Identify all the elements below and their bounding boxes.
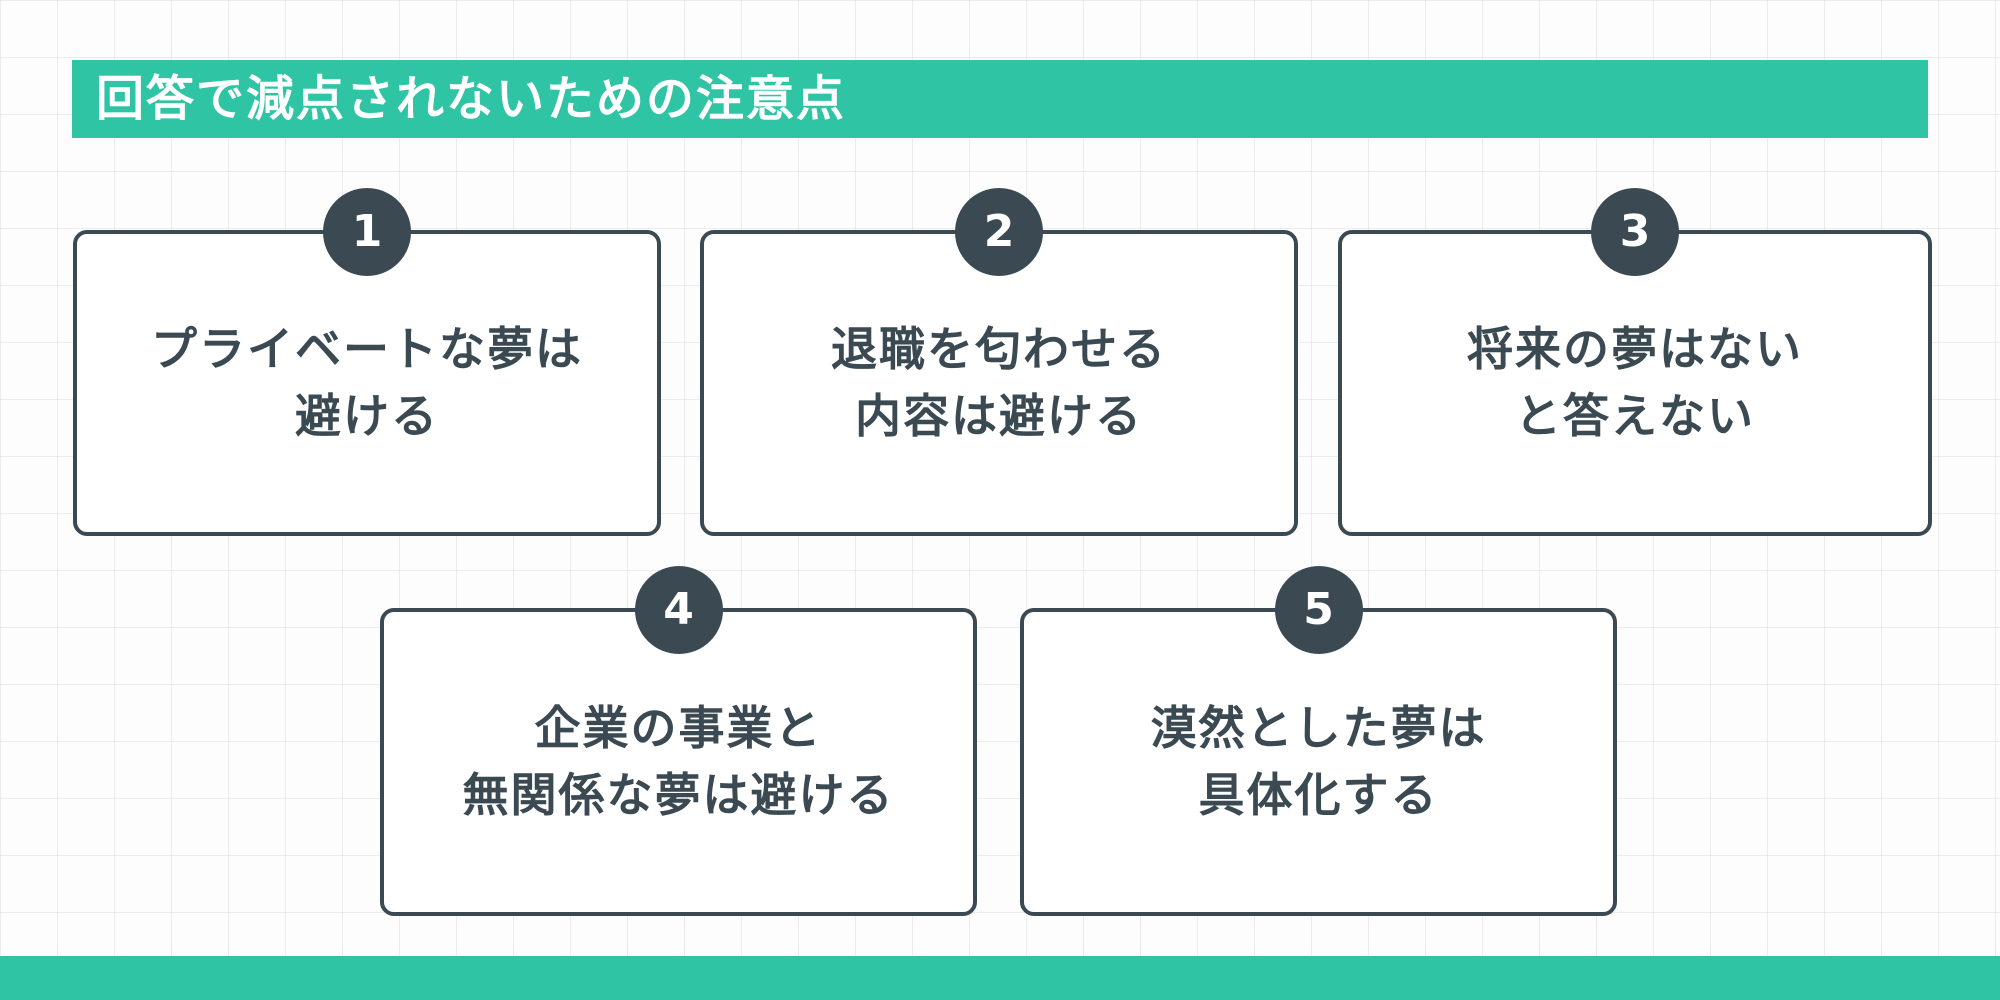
- card-number: 1: [351, 206, 383, 257]
- card-text-line: プライベートな夢は: [151, 322, 583, 377]
- card-number-badge: 3: [1591, 188, 1679, 276]
- card-number-badge: 2: [955, 188, 1043, 276]
- card-number: 3: [1619, 206, 1651, 257]
- card-number-badge: 4: [634, 566, 723, 654]
- card-number: 2: [983, 206, 1015, 257]
- note-card-5: 5 漠然とした夢は 具体化する: [1020, 566, 1617, 916]
- card-number-badge: 5: [1274, 566, 1363, 654]
- card-text-line: 避ける: [295, 389, 439, 443]
- card-text-line: 具体化する: [1198, 768, 1439, 822]
- note-card-4: 4 企業の事業と 無関係な夢は避ける: [380, 566, 977, 916]
- note-card-1: 1 プライベートな夢は 避ける: [73, 188, 661, 536]
- card-number: 5: [1303, 584, 1334, 635]
- card-text-line: 将来の夢はない: [1467, 322, 1803, 377]
- card-text-line: と答えない: [1515, 389, 1755, 443]
- page-title: 回答で減点されないための注意点: [96, 71, 847, 127]
- title-bar: 回答で減点されないための注意点: [72, 60, 1928, 138]
- card-text-line: 漠然とした夢は: [1150, 701, 1487, 756]
- note-card-3: 3 将来の夢はない と答えない: [1338, 188, 1932, 536]
- card-text-line: 退職を匂わせる: [831, 322, 1167, 377]
- card-number: 4: [663, 584, 694, 635]
- bottom-accent-bar: [0, 956, 2000, 1000]
- card-number-badge: 1: [323, 188, 411, 276]
- card-text-line: 無関係な夢は避ける: [462, 768, 895, 822]
- note-card-2: 2 退職を匂わせる 内容は避ける: [700, 188, 1298, 536]
- card-text-line: 内容は避ける: [855, 389, 1143, 443]
- card-text-line: 企業の事業と: [534, 701, 823, 756]
